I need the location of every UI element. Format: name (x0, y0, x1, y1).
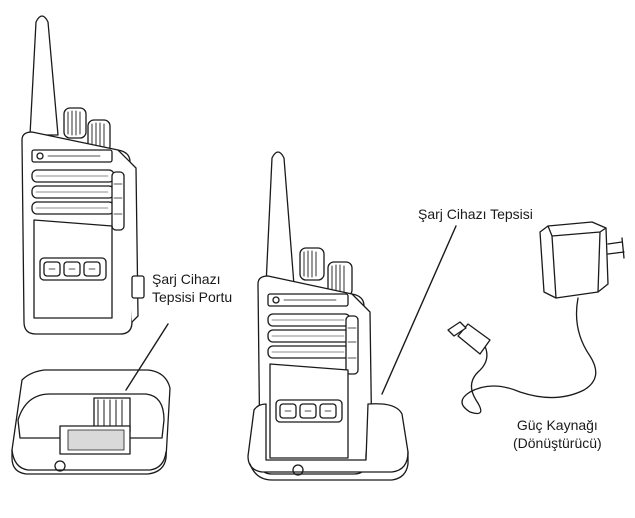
label-power-line-1: Güç Kaynağı (516, 417, 598, 433)
label-port-line-1: Şarj Cihazı (152, 271, 221, 287)
adapter-prongs (607, 237, 625, 259)
power-adapter (447, 221, 625, 415)
callout-line-tray (381, 225, 457, 395)
speaker-grille-middle (267, 313, 351, 359)
charger-tray-middle (247, 403, 409, 481)
radio-middle (257, 151, 373, 475)
label-charger-tray: Şarj Cihazı Tepsisi (418, 205, 533, 223)
knobs-middle (299, 247, 353, 297)
speaker-grille-left (31, 169, 115, 215)
antenna-middle (265, 151, 295, 286)
label-power-line-2: (Dönüştürücü) (513, 435, 602, 451)
label-power-supply: Güç Kaynağı (Dönüştürücü) (513, 416, 602, 452)
label-tray-text: Şarj Cihazı Tepsisi (418, 206, 533, 222)
antenna-left (29, 15, 59, 136)
label-charger-tray-port: Şarj Cihazı Tepsisi Portu (152, 270, 232, 306)
adapter-cable (461, 297, 597, 415)
label-port-line-2: Tepsisi Portu (152, 289, 233, 305)
charger-tray-left (11, 369, 171, 475)
charging-port-left (131, 275, 145, 299)
callout-line-port (125, 323, 169, 391)
knobs-left (63, 107, 111, 153)
radio-left (21, 15, 145, 335)
